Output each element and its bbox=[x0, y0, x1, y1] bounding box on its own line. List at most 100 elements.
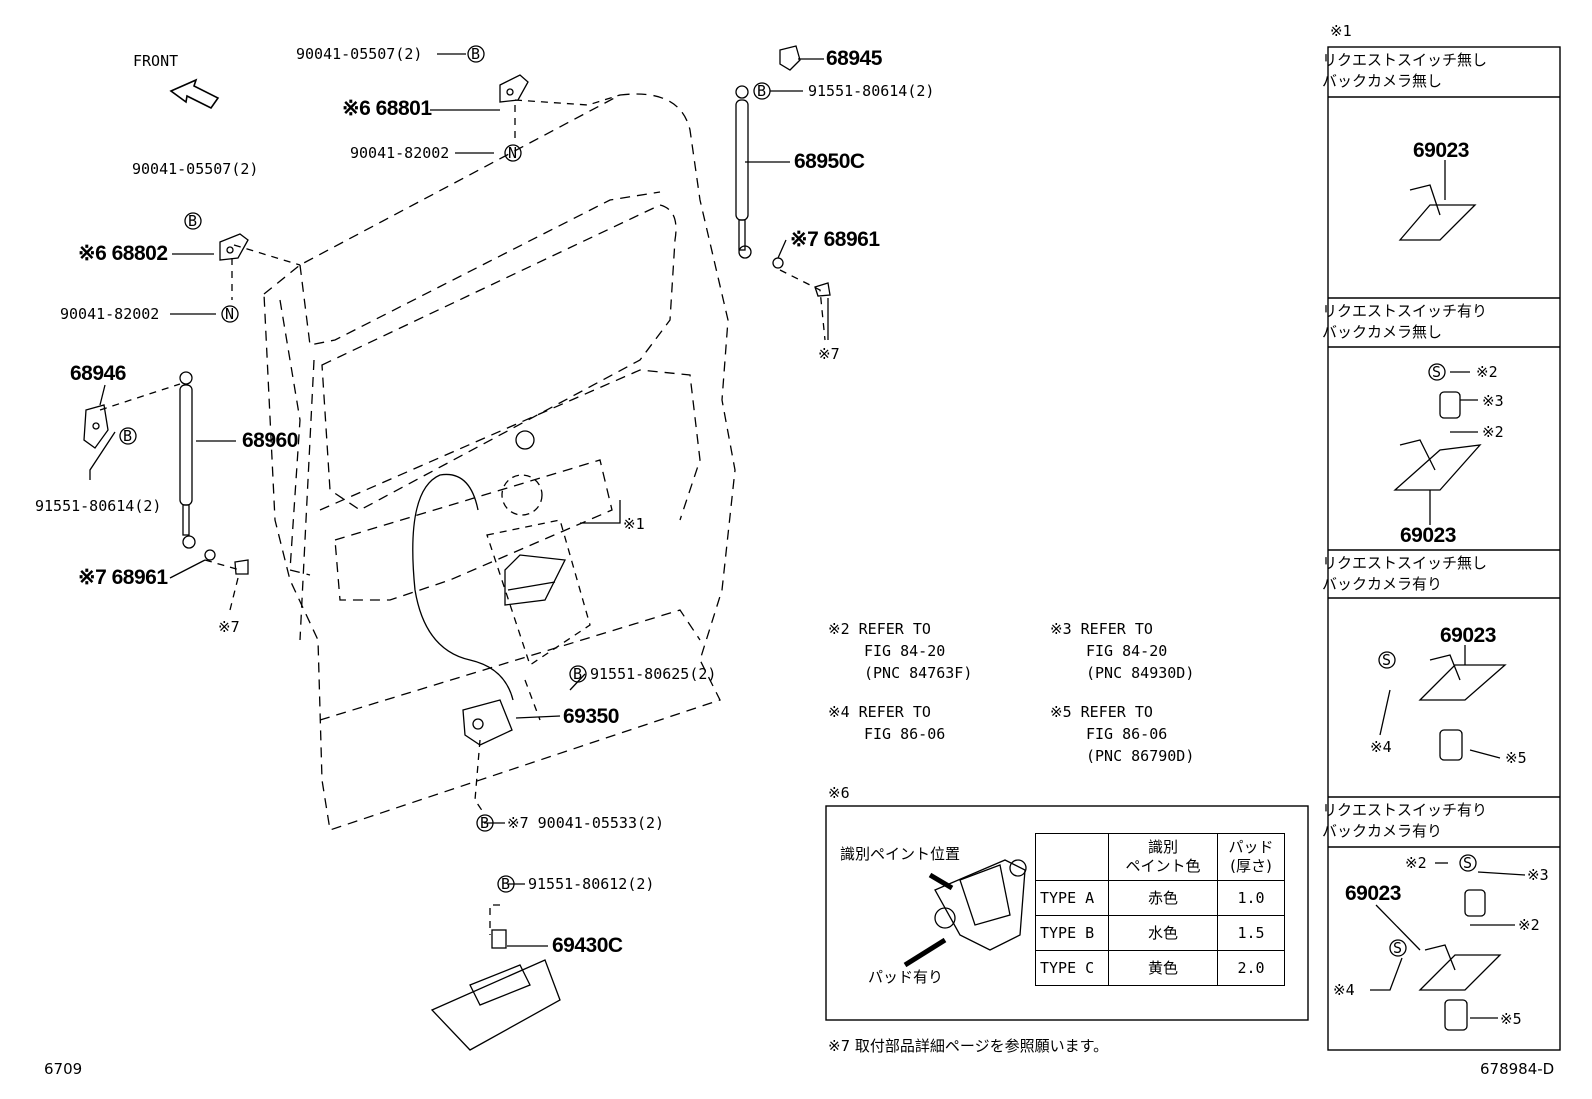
callout-69350: 69350 bbox=[563, 705, 619, 728]
clip-68961-left bbox=[204, 549, 249, 575]
panel-section-2-header: リクエストスイッチ有り バックカメラ無し bbox=[1316, 301, 1556, 343]
panel-section-3-b: ※5 bbox=[1505, 749, 1527, 767]
panel-section-1-header: リクエストスイッチ無し バックカメラ無し bbox=[1316, 50, 1556, 92]
panel-section-4-b: ※3 bbox=[1527, 866, 1549, 884]
note-5-line1: ※5 REFER TO bbox=[1050, 703, 1153, 721]
handle-69023-main bbox=[504, 554, 566, 606]
panel-section-3-part: 69023 bbox=[1440, 624, 1496, 647]
note-2-line3: (PNC 84763F) bbox=[864, 664, 973, 682]
note-6-title: ※6 bbox=[828, 784, 850, 802]
callout-68950C: 68950C bbox=[794, 150, 865, 173]
callout-68961-right: ※7 68961 bbox=[790, 228, 880, 251]
gas-strut-left bbox=[179, 371, 196, 549]
callout-68961-left: ※7 68961 bbox=[78, 566, 168, 589]
symbol-s: S bbox=[1463, 854, 1473, 872]
right-panel-title: ※1 bbox=[1330, 22, 1352, 40]
callout-90041-05507-top: 90041-05507(2) bbox=[296, 45, 423, 63]
table-cell: 黄色 bbox=[1108, 950, 1218, 986]
callout-68946: 68946 bbox=[70, 362, 126, 385]
panel-section-4-a: ※2 bbox=[1405, 854, 1427, 872]
footer-page-code: 6709 bbox=[44, 1060, 83, 1078]
type-table: 識別 ペイント色 パッド (厚さ) TYPE A 赤色 1.0 TYPE B 水… bbox=[1035, 833, 1285, 986]
callout-68945: 68945 bbox=[826, 47, 882, 70]
panel-section-4-line1: リクエストスイッチ有り bbox=[1322, 801, 1488, 819]
callout-91551-80625: 91551-80625(2) bbox=[590, 665, 717, 683]
cable-icon bbox=[412, 473, 514, 701]
note-3-line3: (PNC 84930D) bbox=[1086, 664, 1195, 682]
panel-section-1-part: 69023 bbox=[1413, 139, 1469, 162]
panel-section-2-c: ※2 bbox=[1482, 423, 1504, 441]
hinge-68802-icon bbox=[219, 233, 249, 261]
callout-90041-82002-left: 90041-82002 bbox=[60, 305, 160, 323]
symbol-b: B bbox=[471, 45, 481, 63]
panel-section-2-line1: リクエストスイッチ有り bbox=[1322, 302, 1488, 320]
panel-section-3-line2: バックカメラ有り bbox=[1322, 575, 1443, 593]
panel-leaders bbox=[1370, 160, 1526, 1019]
bracket-68945-icon bbox=[779, 45, 801, 71]
note-3-line2: FIG 84-20 bbox=[1086, 642, 1168, 660]
panel-section-4-header: リクエストスイッチ有り バックカメラ有り bbox=[1316, 800, 1556, 842]
clip-68961-right bbox=[772, 257, 831, 297]
handle-region bbox=[486, 519, 591, 667]
symbol-b: B bbox=[757, 82, 767, 100]
panel-section-2-part: 69023 bbox=[1400, 524, 1456, 547]
table-header-cell bbox=[1035, 833, 1109, 881]
symbol-s: S bbox=[1432, 363, 1442, 381]
table-cell: 1.0 bbox=[1217, 880, 1285, 916]
callout-68801: ※6 68801 bbox=[342, 97, 432, 120]
panel-section-4-d: ※4 bbox=[1333, 981, 1355, 999]
paint-position-label: 識別ペイント位置 bbox=[840, 845, 961, 863]
panel-section-1-line2: バックカメラ無し bbox=[1322, 72, 1443, 90]
symbol-s: S bbox=[1382, 651, 1392, 669]
panel-handle-icons bbox=[1393, 184, 1507, 1031]
callout-90041-82002-top: 90041-82002 bbox=[350, 144, 450, 162]
circle-symbols bbox=[119, 45, 1477, 957]
switch-69430C-icon bbox=[430, 929, 561, 1051]
table-cell: 2.0 bbox=[1217, 950, 1285, 986]
table-cell: 赤色 bbox=[1108, 880, 1218, 916]
front-arrow-icon bbox=[169, 78, 220, 110]
callout-note1: ※1 bbox=[623, 515, 645, 533]
panel-section-2-a: ※2 bbox=[1476, 363, 1498, 381]
pad-arrow-icon bbox=[903, 937, 947, 968]
panel-section-4-c: ※2 bbox=[1518, 916, 1540, 934]
panel-section-3-a: ※4 bbox=[1370, 738, 1392, 756]
table-cell: 水色 bbox=[1108, 915, 1218, 951]
table-cell: TYPE C bbox=[1035, 950, 1109, 986]
note-2-line1: ※2 REFER TO bbox=[828, 620, 931, 638]
note-3-line1: ※3 REFER TO bbox=[1050, 620, 1153, 638]
symbol-s: S bbox=[1393, 939, 1403, 957]
panel-section-1-line1: リクエストスイッチ無し bbox=[1322, 51, 1488, 69]
symbol-b: B bbox=[123, 427, 133, 445]
panel-section-3-header: リクエストスイッチ無し バックカメラ有り bbox=[1316, 553, 1556, 595]
front-label: FRONT bbox=[133, 52, 179, 70]
table-header-row: 識別 ペイント色 パッド (厚さ) bbox=[1035, 833, 1285, 881]
table-header-cell: パッド (厚さ) bbox=[1217, 833, 1285, 881]
callout-90041-05507-left: 90041-05507(2) bbox=[132, 160, 259, 178]
hinge-68801-icon bbox=[499, 74, 529, 103]
callout-note7-left: ※7 bbox=[218, 618, 240, 636]
pad-label: パッド有り bbox=[868, 968, 944, 986]
panel-section-4-e: ※5 bbox=[1500, 1010, 1522, 1028]
symbol-b: B bbox=[501, 875, 511, 893]
footer-diagram-id: 678984-D bbox=[1480, 1060, 1555, 1078]
key-hole-icon bbox=[515, 430, 535, 450]
back-door-outline bbox=[263, 93, 736, 831]
note-4-line2: FIG 86-06 bbox=[864, 725, 946, 743]
paint-arrow-icon bbox=[928, 872, 954, 891]
note-5-line3: (PNC 86790D) bbox=[1086, 747, 1195, 765]
right-panel-frame bbox=[1327, 46, 1561, 1051]
hinge-detail-icon bbox=[934, 859, 1027, 951]
symbol-b: B bbox=[188, 212, 198, 230]
note-5-line2: FIG 86-06 bbox=[1086, 725, 1168, 743]
panel-section-4-part: 69023 bbox=[1345, 882, 1401, 905]
callout-91551-80612: 91551-80612(2) bbox=[528, 875, 655, 893]
table-header-cell: 識別 ペイント色 bbox=[1108, 833, 1218, 881]
panel-section-3-line1: リクエストスイッチ無し bbox=[1322, 554, 1488, 572]
callout-68802: ※6 68802 bbox=[78, 242, 168, 265]
leader-lines bbox=[99, 94, 826, 935]
callout-91551-80614-left: 91551-80614(2) bbox=[35, 497, 162, 515]
note-4-line1: ※4 REFER TO bbox=[828, 703, 931, 721]
